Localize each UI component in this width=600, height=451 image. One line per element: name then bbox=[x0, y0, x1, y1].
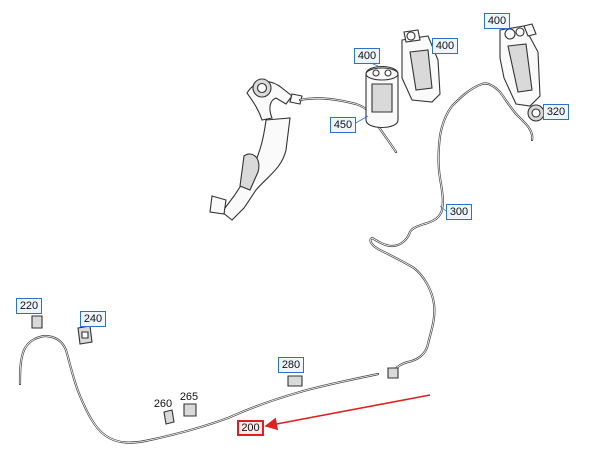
label-320[interactable]: 320 bbox=[543, 104, 569, 120]
label-280[interactable]: 280 bbox=[278, 357, 304, 373]
leader-300 bbox=[439, 205, 447, 212]
canister-400-a[interactable] bbox=[365, 65, 399, 129]
fuel-line-300[interactable] bbox=[369, 82, 534, 379]
clip-320[interactable] bbox=[527, 104, 545, 122]
label-265[interactable]: 265 bbox=[179, 391, 199, 403]
clip-280[interactable] bbox=[287, 375, 303, 387]
canister-400-b[interactable] bbox=[401, 29, 441, 103]
clip-260[interactable] bbox=[163, 409, 175, 425]
label-400-b[interactable]: 400 bbox=[432, 38, 458, 54]
label-200-selected[interactable]: 200 bbox=[237, 420, 264, 436]
label-240[interactable]: 240 bbox=[80, 311, 106, 327]
fuel-line-200[interactable] bbox=[18, 334, 380, 444]
filler-neck[interactable] bbox=[209, 78, 303, 221]
label-260[interactable]: 260 bbox=[153, 398, 173, 410]
clip-220[interactable] bbox=[31, 315, 43, 329]
selection-arrow bbox=[264, 394, 431, 431]
leader-450 bbox=[353, 115, 369, 125]
label-400-a[interactable]: 400 bbox=[354, 48, 380, 64]
label-400-c[interactable]: 400 bbox=[484, 13, 510, 29]
label-450[interactable]: 450 bbox=[330, 117, 356, 133]
clip-265[interactable] bbox=[183, 403, 197, 417]
canister-400-c[interactable] bbox=[499, 23, 541, 107]
label-300[interactable]: 300 bbox=[446, 204, 472, 220]
clip-240[interactable] bbox=[77, 325, 93, 345]
label-220[interactable]: 220 bbox=[16, 298, 42, 314]
